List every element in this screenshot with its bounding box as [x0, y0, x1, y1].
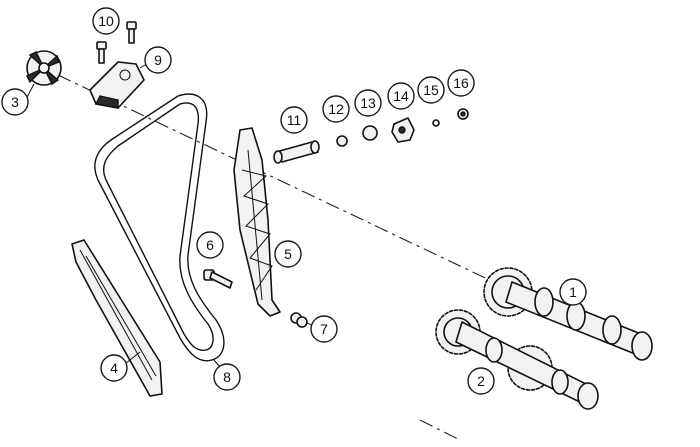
- callout-3-label: 3: [11, 94, 19, 110]
- part-8-timing-chain: [94, 93, 225, 362]
- callout-9-label: 9: [154, 52, 162, 68]
- part-1-camshaft: [483, 267, 653, 361]
- part-9-tensioner-mount: [89, 61, 145, 109]
- callout-6: 6: [196, 231, 224, 259]
- part-4-chain-guide: [71, 239, 163, 397]
- callout-13-label: 13: [360, 95, 376, 111]
- part-2-camshaft: [435, 309, 599, 410]
- part-15-o-ring: [432, 119, 440, 127]
- callout-15: 15: [417, 76, 445, 104]
- part-14-cap-nut: [391, 117, 415, 143]
- callout-2: 2: [467, 367, 495, 395]
- callout-16-label: 16: [453, 75, 469, 91]
- callout-4: 4: [100, 354, 128, 382]
- part-3-sprocket-rotor: [26, 50, 62, 86]
- callout-7-label: 7: [320, 321, 328, 337]
- part-7-washer: [290, 312, 308, 328]
- callout-6-label: 6: [206, 237, 214, 253]
- part-13-ring: [362, 125, 378, 141]
- callout-9: 9: [144, 46, 172, 74]
- callout-11: 11: [280, 106, 308, 134]
- callout-2-label: 2: [477, 373, 485, 389]
- assembly-axis-line-lower: [419, 419, 461, 441]
- callout-5: 5: [274, 240, 302, 268]
- callout-10-label: 10: [98, 13, 114, 29]
- callout-12-label: 12: [328, 101, 344, 117]
- callout-12: 12: [322, 95, 350, 123]
- callout-3: 3: [1, 88, 29, 116]
- part-10-bolts: [96, 21, 137, 64]
- part-5-tensioner-rail: [233, 127, 281, 317]
- callout-8: 8: [213, 363, 241, 391]
- callout-1-label: 1: [569, 284, 577, 300]
- assembly-axis-line: [57, 74, 501, 286]
- callout-5-label: 5: [284, 246, 292, 262]
- callout-8-label: 8: [223, 369, 231, 385]
- callout-16: 16: [447, 69, 475, 97]
- leader-lines: [25, 61, 317, 375]
- callout-10: 10: [92, 7, 120, 35]
- part-16-nut: [457, 108, 469, 120]
- callout-7: 7: [310, 315, 338, 343]
- part-11-tensioner-plunger: [273, 140, 320, 164]
- callout-14: 14: [387, 82, 415, 110]
- callout-15-label: 15: [423, 82, 439, 98]
- part-12-ring: [336, 135, 348, 147]
- callout-4-label: 4: [110, 360, 118, 376]
- callout-1: 1: [559, 278, 587, 306]
- part-6-bolt: [203, 269, 233, 289]
- callout-13: 13: [354, 89, 382, 117]
- callout-11-label: 11: [287, 112, 302, 128]
- callout-14-label: 14: [393, 88, 409, 104]
